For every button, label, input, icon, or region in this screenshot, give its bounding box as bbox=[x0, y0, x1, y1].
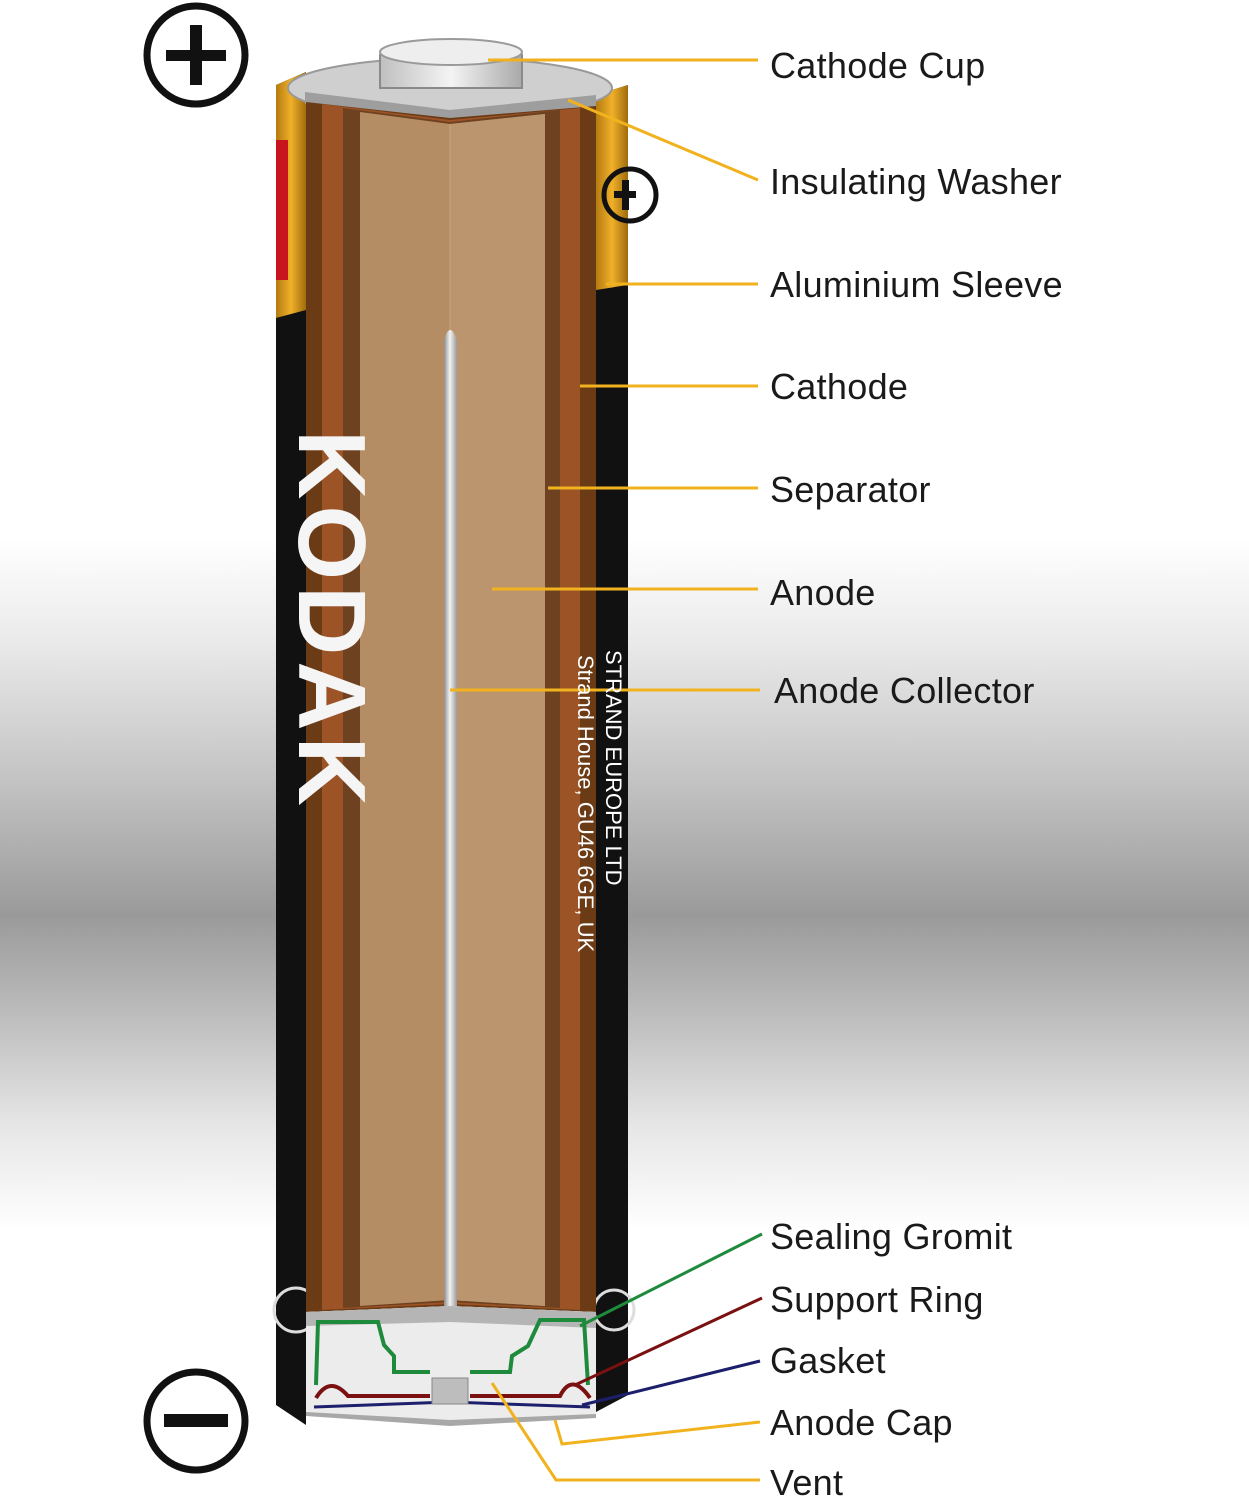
battery-top bbox=[287, 38, 613, 122]
battery-address-line-1: STRAND EUROPE LTD bbox=[601, 650, 626, 886]
label-gasket: Gasket bbox=[770, 1340, 886, 1381]
battery-address-line-2: Strand House, GU46 6GE, UK bbox=[573, 655, 598, 953]
label-insulating-washer: Insulating Washer bbox=[770, 161, 1062, 202]
leader-lines bbox=[450, 58, 763, 1482]
sealing-gromit-part bbox=[314, 1320, 430, 1386]
label-anode-collector: Anode Collector bbox=[774, 670, 1035, 711]
wrapper-plus-icon bbox=[601, 166, 659, 224]
label-anode: Anode bbox=[770, 572, 876, 613]
label-sealing-gromit: Sealing Gromit bbox=[770, 1216, 1013, 1257]
support-ring-part bbox=[314, 1384, 430, 1400]
battery-interior bbox=[306, 102, 596, 1385]
plus-circle-icon bbox=[143, 2, 249, 108]
label-vent: Vent bbox=[770, 1462, 844, 1503]
label-support-ring: Support Ring bbox=[770, 1279, 984, 1320]
battery-bottom bbox=[306, 1306, 596, 1426]
wrapper-red-stripe bbox=[276, 140, 288, 280]
label-separator: Separator bbox=[770, 469, 931, 510]
label-cathode-cup: Cathode Cup bbox=[770, 45, 986, 86]
battery-brand-text: KODAK bbox=[278, 430, 385, 812]
label-anode-cap: Anode Cap bbox=[770, 1402, 953, 1443]
anode-collector-rod bbox=[444, 330, 457, 1385]
label-cathode: Cathode bbox=[770, 366, 909, 407]
anode-cap-part bbox=[306, 1412, 596, 1426]
minus-circle-icon bbox=[143, 1368, 249, 1474]
label-aluminium-sleeve: Aluminium Sleeve bbox=[770, 264, 1063, 305]
battery-wrapper bbox=[272, 72, 659, 1425]
